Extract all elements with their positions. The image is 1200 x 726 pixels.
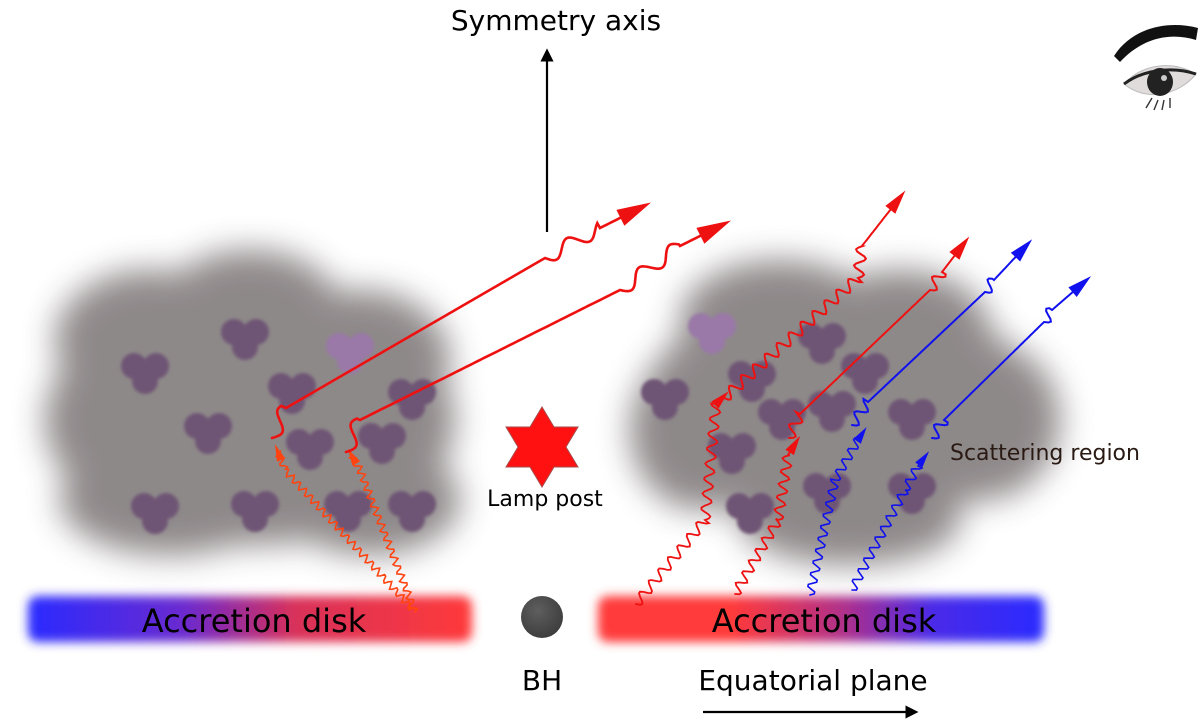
symmetry-axis-label: Symmetry axis — [451, 4, 661, 37]
cloud-clump — [728, 361, 776, 402]
black-hole-icon — [521, 596, 563, 638]
cloud-clump — [726, 493, 774, 534]
cloud-clump — [286, 429, 334, 470]
cloud-clump — [708, 433, 756, 474]
photon-path — [851, 457, 925, 591]
cloud-clump — [641, 379, 689, 420]
accretion-disk-right — [598, 596, 1044, 642]
photon-path — [635, 397, 723, 606]
photon-arrowhead — [347, 448, 361, 466]
photon-path — [734, 443, 796, 596]
cloud-clump — [808, 391, 856, 432]
scattering-region-label: Scattering region — [950, 441, 1140, 466]
cloud-clumps — [121, 313, 936, 534]
cloud-clump — [131, 493, 179, 534]
equatorial-plane-label: Equatorial plane — [698, 664, 927, 697]
eye-icon — [1114, 25, 1198, 111]
cloud-clump — [888, 399, 936, 440]
accretion-disk-left — [28, 596, 472, 642]
photon-path — [851, 247, 1025, 427]
cloud-clump — [221, 319, 269, 360]
photon-arrowhead — [853, 427, 867, 444]
cloud-clump — [324, 491, 372, 532]
photon-arrowhead — [885, 190, 906, 214]
photon-arrowhead — [696, 220, 732, 244]
star-icon — [505, 406, 579, 488]
photon-path — [807, 433, 863, 596]
accretion-disk-right-label: Accretion disk — [712, 602, 937, 640]
photon-arrowhead — [785, 435, 801, 456]
lamp-post-label: Lamp post — [487, 487, 603, 512]
photon-arrowhead — [1010, 239, 1033, 262]
photon-paths — [270, 190, 1092, 613]
photon-path — [275, 450, 418, 613]
cloud-clump — [121, 353, 169, 394]
photon-path — [344, 226, 718, 454]
photon-arrowhead — [711, 391, 729, 409]
photon-path — [787, 245, 963, 439]
cloud-clump — [798, 323, 846, 364]
photon-path — [348, 456, 419, 613]
photon-arrowhead — [274, 444, 286, 462]
photon-arrowhead — [915, 451, 930, 468]
cloud-clump — [388, 491, 436, 532]
cloud-clump — [184, 413, 232, 454]
cloud-clump — [231, 491, 279, 532]
black-hole-label: BH — [522, 664, 562, 697]
photon-arrowhead — [616, 202, 652, 226]
photon-arrowhead — [949, 236, 970, 260]
cloud-clump — [688, 313, 736, 354]
cloud-clump — [358, 423, 406, 464]
photon-path — [270, 208, 638, 440]
cloud-clump — [758, 399, 806, 440]
cloud-clump — [841, 353, 889, 394]
photon-arrowhead — [1068, 276, 1092, 297]
photon-path — [931, 283, 1083, 440]
accretion-disk-left-label: Accretion disk — [142, 602, 367, 640]
photon-path — [723, 199, 899, 401]
